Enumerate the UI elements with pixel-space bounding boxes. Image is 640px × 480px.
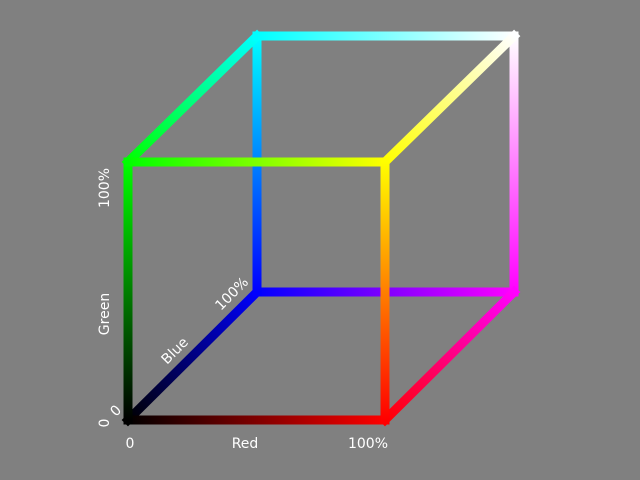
red-axis-name-label: Red (232, 436, 259, 452)
cube-edge-green-cyan (121, 29, 264, 169)
red-axis-end-label: 100% (348, 436, 388, 452)
cube-back-edges (121, 29, 521, 427)
cube-edge-black-blue (121, 285, 264, 427)
green-axis-start-label: 0 (97, 419, 113, 428)
blue-axis-start-label: 0 (107, 402, 125, 420)
green-axis-name-label: Green (97, 293, 113, 335)
green-axis-end-label: 100% (97, 168, 113, 208)
cube-edge-yellow-white (378, 29, 521, 169)
red-axis-start-label: 0 (126, 436, 135, 452)
cube-front-edges (123, 157, 390, 425)
cube-edge-red-magenta (378, 285, 521, 427)
